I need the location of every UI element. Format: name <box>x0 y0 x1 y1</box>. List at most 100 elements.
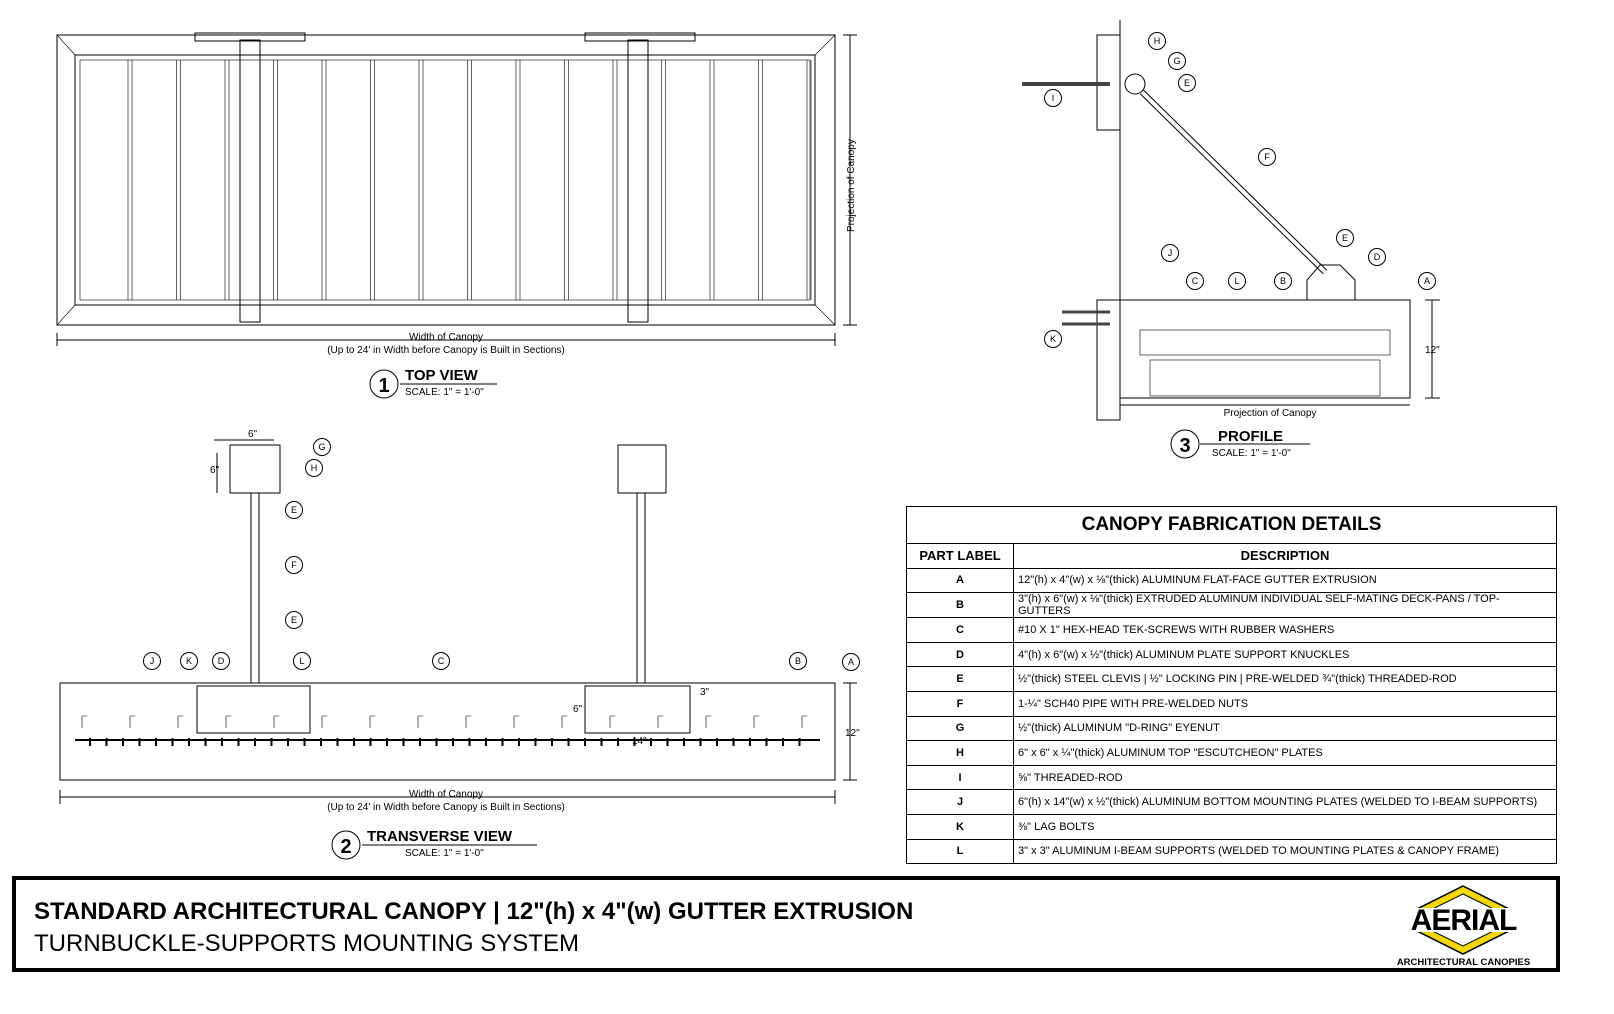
deck-pan-seam <box>758 60 763 300</box>
callout-l: L <box>1234 276 1239 286</box>
transverse-view-drawing: 6" 6" 12" 6" 14" 3" Width of Canopy (Up … <box>59 429 860 860</box>
callout-j-circle <box>1161 244 1179 262</box>
part-description: 1-¼" SCH40 PIPE WITH PRE-WELDED NUTS <box>1013 690 1557 717</box>
part-description: ½"(thick) STEEL CLEVIS | ½" LOCKING PIN … <box>1013 666 1557 692</box>
callout-c-circle <box>1186 272 1204 290</box>
part-description: 3" x 3" ALUMINUM I-BEAM SUPPORTS (WELDED… <box>1013 838 1557 865</box>
deck-pan-hook <box>369 715 375 728</box>
callout-l: L <box>299 656 304 666</box>
deck-pan-hook <box>225 715 231 728</box>
deck-pan-hook <box>561 715 567 728</box>
part-label: E <box>906 666 1014 692</box>
part-description: ⅝" THREADED-ROD <box>1013 764 1557 791</box>
profile-number: 3 <box>1179 435 1190 457</box>
callout-g: G <box>318 442 325 452</box>
part-label: D <box>906 641 1014 668</box>
top-view-scale: SCALE: 1" = 1'-0" <box>405 387 484 398</box>
callout-g-circle <box>1168 52 1186 70</box>
callout-l-circle <box>1228 272 1246 290</box>
callout-h-circle <box>1148 32 1166 50</box>
callout-d-circle <box>212 652 230 670</box>
part-label: H <box>906 740 1014 766</box>
aerial-logo: AERIAL ARCHITECTURAL CANOPIES <box>1381 882 1546 970</box>
part-label: A <box>906 567 1014 594</box>
callout-e-circle <box>285 611 303 629</box>
transverse-height-dim: 12" <box>845 728 860 739</box>
part-description: ½"(thick) ALUMINUM "D-RING" EYENUT <box>1013 715 1557 742</box>
callout-e-circle <box>285 501 303 519</box>
top-view-number: 1 <box>378 375 389 397</box>
part-description: #10 X 1" HEX-HEAD TEK-SCREWS WITH RUBBER… <box>1013 617 1557 643</box>
transverse-title: TRANSVERSE VIEW <box>367 828 513 845</box>
drawing-title: STANDARD ARCHITECTURAL CANOPY | 12"(h) x… <box>34 898 914 925</box>
callout-d: D <box>218 656 225 666</box>
callout-f: F <box>291 560 297 570</box>
plate-height-dim: 6" <box>210 465 220 476</box>
callout-d-circle <box>1368 248 1386 266</box>
deck-pan-hook <box>417 715 423 728</box>
callout-g-circle <box>313 438 331 456</box>
table-row: C#10 X 1" HEX-HEAD TEK-SCREWS WITH RUBBE… <box>906 617 1557 643</box>
callout-a: A <box>848 657 854 667</box>
callout-b: B <box>1280 276 1286 286</box>
part-label: F <box>906 690 1014 717</box>
callout-i-circle <box>1044 89 1062 107</box>
deck-pan-seam <box>709 60 715 300</box>
callout-k-circle <box>180 652 198 670</box>
callout-d: D <box>1374 252 1381 262</box>
deck-pan-seam <box>467 60 472 300</box>
callout-e: E <box>1184 78 1190 88</box>
callout-e: E <box>1342 233 1348 243</box>
profile-title: PROFILE <box>1218 428 1283 445</box>
deck-pan-seam <box>612 60 618 300</box>
part-description: 4"(h) x 6"(w) x ½"(thick) ALUMINUM PLATE… <box>1013 641 1557 668</box>
deck-pan-seam <box>370 60 375 300</box>
deck-pan-seam <box>176 60 181 300</box>
callout-k: K <box>186 656 192 666</box>
col-part-label: PART LABEL <box>906 543 1014 569</box>
deck-pan-hook <box>465 715 471 728</box>
part-label: B <box>906 592 1014 619</box>
transverse-width-label: Width of Canopy <box>409 789 483 800</box>
deck-pan-hook <box>657 715 663 728</box>
deck-pan-seam <box>273 60 278 300</box>
deck-pan-hook <box>705 715 711 728</box>
deck-pan-seam <box>224 60 230 300</box>
part-description: 6" x 6" x ¼"(thick) ALUMINUM TOP "ESCUTC… <box>1013 740 1557 766</box>
profile-drawing: 12" Projection of Canopy 3 PROFILE SCALE… <box>1022 20 1440 459</box>
logo-subtitle: ARCHITECTURAL CANOPIES <box>1396 957 1531 968</box>
callout-b-circle <box>789 652 807 670</box>
mount-width-dim: 14" <box>632 736 647 747</box>
callout-j: J <box>150 656 155 666</box>
part-description: 6"(h) x 14"(w) x ½"(thick) ALUMINUM BOTT… <box>1013 789 1557 815</box>
deck-pan-seam <box>515 60 521 300</box>
callout-c: C <box>438 656 445 666</box>
deck-pan-seam <box>661 60 666 300</box>
deck-pan-hook <box>81 715 87 728</box>
callout-l-circle <box>293 652 311 670</box>
top-width-label: Width of Canopy <box>409 332 483 343</box>
top-view-title: TOP VIEW <box>405 367 479 384</box>
callout-f-circle <box>1258 148 1276 166</box>
deck-pan-hook <box>609 715 615 728</box>
mount-height-dim: 6" <box>573 704 583 715</box>
part-label: I <box>906 764 1014 791</box>
deck-pan-hook <box>129 715 135 728</box>
profile-projection-label: Projection of Canopy <box>1224 408 1317 419</box>
callout-k-circle <box>1044 330 1062 348</box>
deck-pan-seam <box>321 60 327 300</box>
callout-f-circle <box>285 556 303 574</box>
callout-e-circle <box>1336 229 1354 247</box>
part-description: 3"(h) x 6"(w) x ⅛"(thick) EXTRUDED ALUMI… <box>1013 592 1557 619</box>
plate-width-dim: 6" <box>248 429 258 440</box>
callout-f: F <box>1264 152 1270 162</box>
